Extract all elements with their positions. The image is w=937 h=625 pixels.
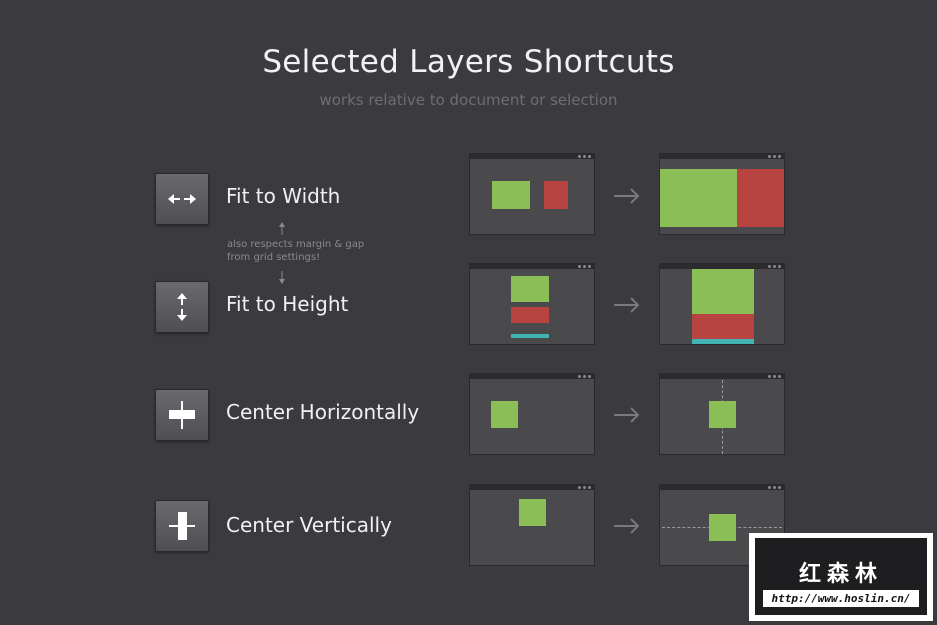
center-horizontal-label: Center Horizontally xyxy=(226,400,420,424)
green-layer xyxy=(709,514,736,541)
note-line-1: also respects margin & gap xyxy=(227,239,365,250)
arrows-horizontal-icon xyxy=(168,194,196,204)
center-horizontal-icon xyxy=(169,401,195,429)
down-arrow-icon xyxy=(279,271,285,284)
note-line-2: from grid settings! xyxy=(227,252,321,263)
page-title: Selected Layers Shortcuts xyxy=(262,44,675,80)
green-layer xyxy=(519,499,546,526)
center-vertical-icon xyxy=(169,512,195,540)
red-layer xyxy=(544,181,568,209)
center-vertical-button[interactable] xyxy=(155,500,209,552)
after-window-center-horizontal xyxy=(659,373,785,455)
watermark-name: 红森林 xyxy=(798,562,883,587)
page-subtitle: works relative to document or selection xyxy=(319,91,618,109)
grid-settings-note: also respects margin & gap from grid set… xyxy=(227,238,377,264)
fit-width-button[interactable] xyxy=(155,173,209,225)
teal-layer xyxy=(511,334,549,338)
fit-width-label: Fit to Width xyxy=(226,184,341,208)
center-horizontal-button[interactable] xyxy=(155,389,209,441)
fit-height-label: Fit to Height xyxy=(226,292,349,316)
before-window-center-vertical xyxy=(469,484,595,566)
red-layer xyxy=(692,314,754,339)
before-window-fit-height xyxy=(469,263,595,345)
after-window-fit-width xyxy=(659,153,785,235)
red-layer xyxy=(737,169,784,227)
green-layer xyxy=(709,401,736,428)
before-window-fit-width xyxy=(469,153,595,235)
green-layer xyxy=(660,169,737,227)
green-layer xyxy=(491,401,518,428)
green-layer xyxy=(492,181,530,209)
fit-height-button[interactable] xyxy=(155,281,209,333)
up-arrow-icon xyxy=(279,222,285,235)
right-arrow-icon xyxy=(614,407,640,423)
green-layer xyxy=(692,269,754,314)
arrows-vertical-icon xyxy=(177,293,187,321)
watermark-logo: 红森林 http://www.hoslin.cn/ xyxy=(749,533,933,621)
red-layer xyxy=(511,307,549,323)
teal-layer xyxy=(692,339,754,344)
right-arrow-icon xyxy=(614,297,640,313)
after-window-fit-height xyxy=(659,263,785,345)
before-window-center-horizontal xyxy=(469,373,595,455)
right-arrow-icon xyxy=(614,518,640,534)
center-vertical-label: Center Vertically xyxy=(226,513,392,537)
right-arrow-icon xyxy=(614,188,640,204)
green-layer xyxy=(511,276,549,302)
watermark-url: http://www.hoslin.cn/ xyxy=(763,590,919,607)
